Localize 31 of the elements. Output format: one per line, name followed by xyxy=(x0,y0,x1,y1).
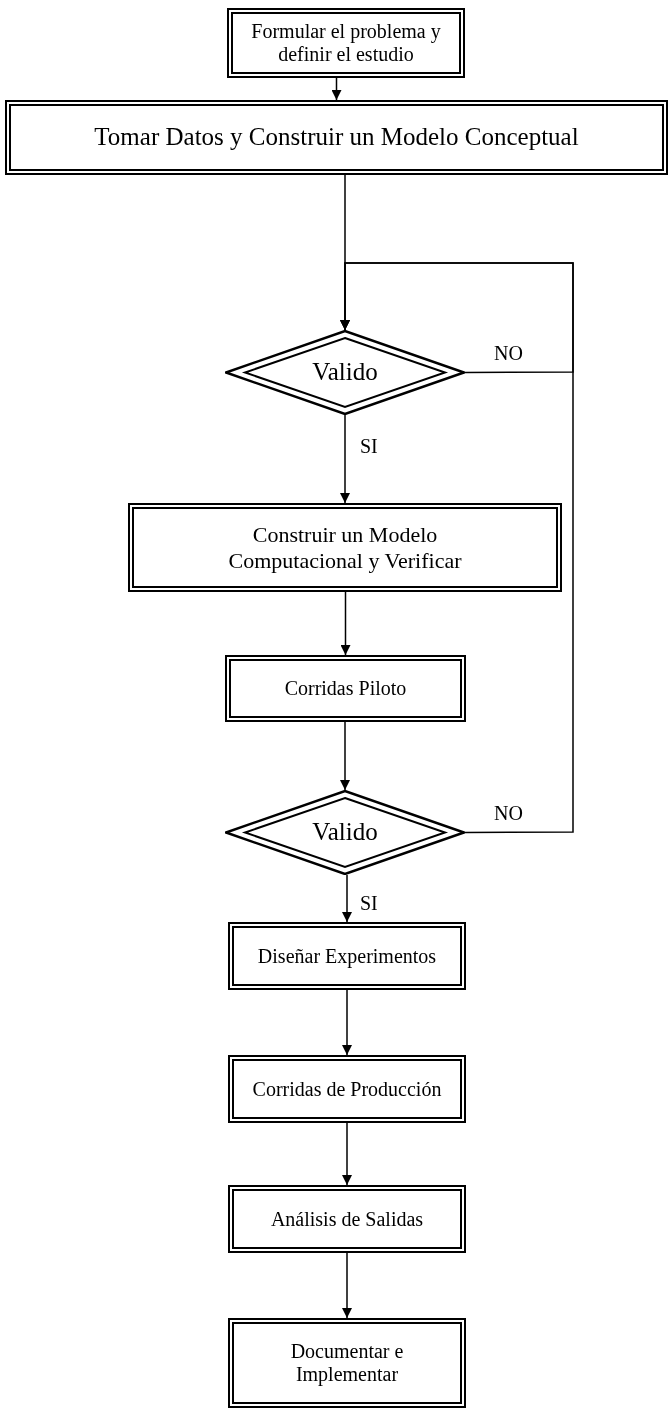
arrow xyxy=(331,77,342,101)
node-text: Construir un Modelo Computacional y Verificar xyxy=(227,522,463,573)
node-text: Diseñar Experimentos xyxy=(257,944,437,968)
arrow xyxy=(342,1252,352,1319)
process-box xyxy=(128,503,562,592)
process-box xyxy=(228,922,466,990)
node-text: Documentar e Implementar xyxy=(289,1340,405,1386)
edge-label: SI xyxy=(358,893,380,913)
node-text: Análisis de Salidas xyxy=(270,1207,424,1231)
node-text: Corridas de Producción xyxy=(252,1077,442,1101)
node-text: Corridas Piloto xyxy=(284,677,407,700)
node-text: Valido xyxy=(312,358,378,387)
arrow xyxy=(340,591,351,656)
edge-label: NO xyxy=(492,343,525,363)
arrow xyxy=(340,262,574,834)
arrow xyxy=(342,874,352,923)
process-box xyxy=(225,655,466,722)
node-text: Valido xyxy=(312,818,378,847)
process-box xyxy=(228,1055,466,1123)
node-text: Formular el problema y definir el estudio xyxy=(250,20,442,66)
arrow xyxy=(340,414,350,504)
process-box xyxy=(5,100,668,175)
edge-label: NO xyxy=(492,803,525,823)
node-text: Tomar Datos y Construir un Modelo Conceptual xyxy=(94,123,579,152)
process-box xyxy=(227,8,465,78)
process-box xyxy=(228,1185,466,1253)
arrow xyxy=(342,989,352,1056)
arrow xyxy=(342,1122,352,1186)
edge-label: SI xyxy=(358,436,380,456)
process-box xyxy=(228,1318,466,1408)
arrow xyxy=(340,721,350,791)
